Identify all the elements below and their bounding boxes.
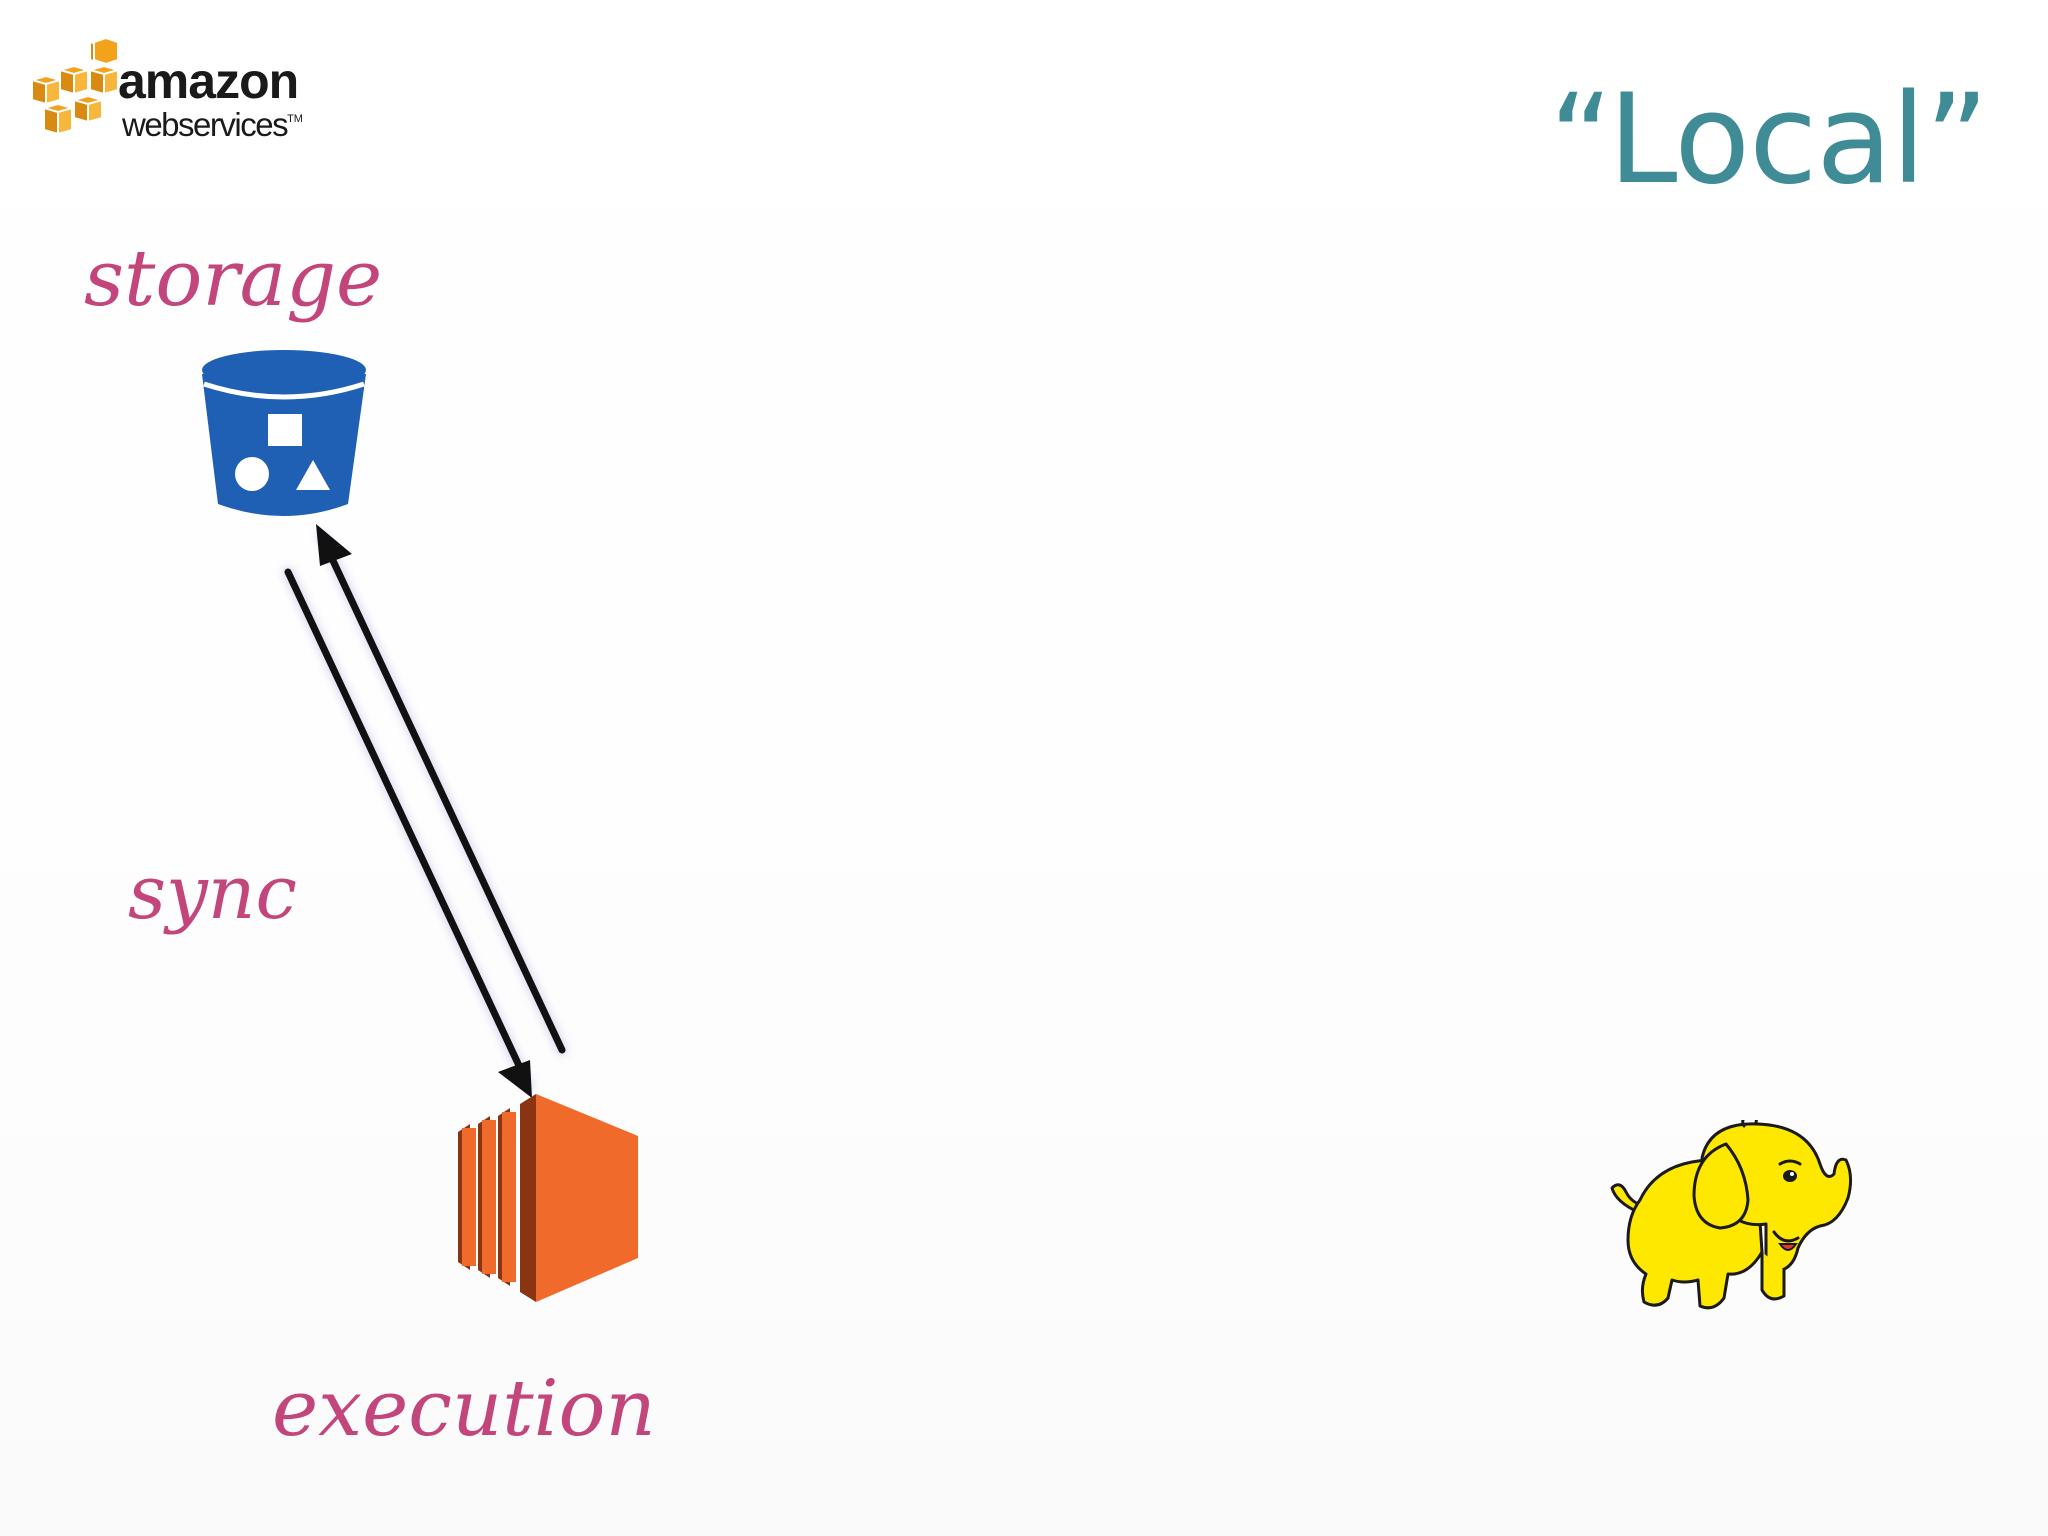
sync-arrows — [282, 524, 568, 1098]
aws-wordmark-webservices: webservicesTM — [122, 108, 303, 141]
aws-trademark: TM — [287, 113, 303, 125]
aws-cubes-icon — [31, 38, 119, 135]
arrow-down-to-execution — [284, 568, 532, 1098]
label-execution: execution — [272, 1364, 656, 1454]
label-sync: sync — [128, 850, 297, 936]
bucket-square-shape — [268, 414, 302, 446]
s3-bucket-icon — [202, 350, 366, 516]
bucket-triangle-shape — [296, 460, 330, 490]
label-storage: storage — [84, 234, 383, 324]
hadoop-elephant-icon — [1610, 1120, 1853, 1310]
slide-title: “Local” — [1548, 68, 1989, 212]
aws-wordmark-amazon: amazon — [118, 53, 299, 109]
aws-logo: amazon webservicesTM — [30, 38, 330, 148]
arrow-up-to-storage — [316, 524, 566, 1054]
aws-wordmark-webservices-text: webservices — [122, 106, 289, 143]
bucket-circle-shape — [235, 457, 269, 491]
ec2-instance-icon — [458, 1094, 638, 1302]
